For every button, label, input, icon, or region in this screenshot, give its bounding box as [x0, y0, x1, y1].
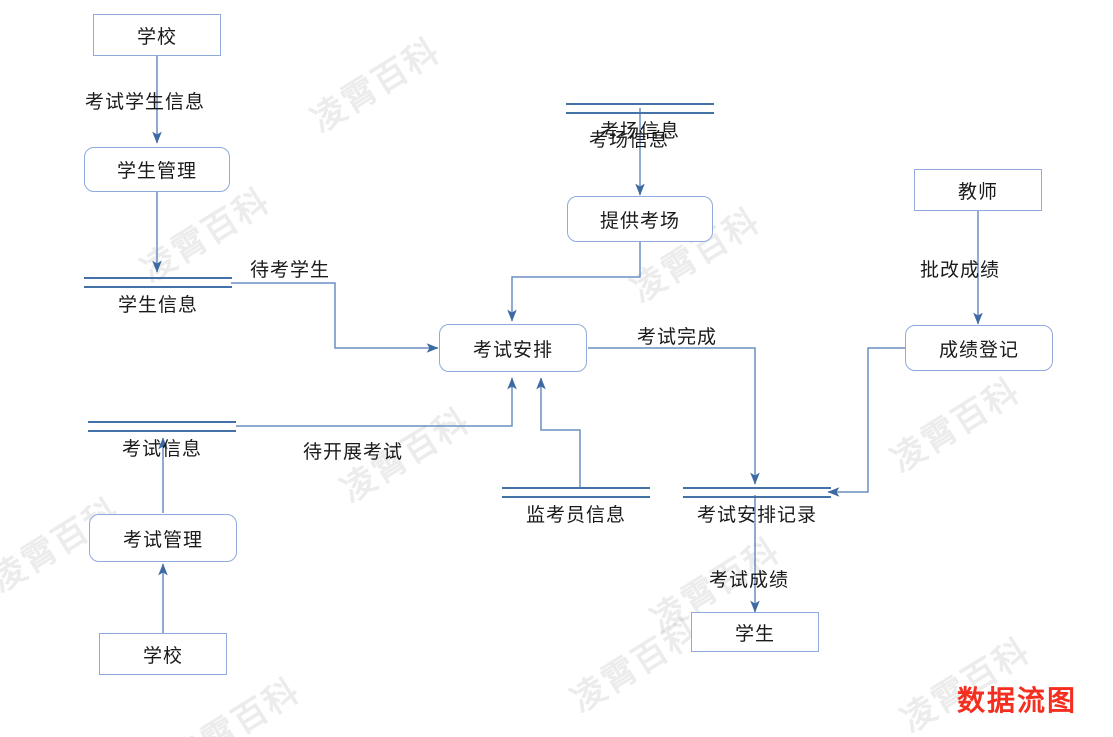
diagram-caption: 数据流图: [957, 684, 1078, 717]
flow-label-pending-exams: 待开展考试: [303, 441, 404, 463]
process-label: 考试安排: [472, 338, 553, 361]
entity-label: 教师: [957, 180, 998, 203]
process-exam-management[interactable]: 考试管理: [89, 514, 237, 562]
store-label: 监考员信息: [525, 504, 626, 526]
store-label: 考试安排记录: [696, 504, 817, 526]
store-line-bottom: [88, 430, 236, 432]
store-line-bottom: [84, 286, 232, 288]
flow-label-exam-room-info: 考场信息: [589, 129, 670, 151]
entity-label: 学校: [136, 25, 177, 48]
flow-line-f6: [236, 377, 517, 427]
process-exam-arrangement[interactable]: 考试安排: [439, 324, 587, 372]
flow-line-f3: [231, 282, 439, 353]
process-provide-exam-room[interactable]: 提供考场: [567, 196, 713, 242]
store-line-top: [84, 277, 232, 279]
flow-line-f5: [507, 242, 641, 322]
entity-teacher[interactable]: 教师: [914, 169, 1042, 211]
process-label: 学生管理: [116, 160, 197, 182]
store-line-bottom: [566, 112, 714, 114]
entity-label: 学校: [142, 644, 183, 667]
entity-school-bottom[interactable]: 学校: [99, 633, 227, 675]
process-label: 提供考场: [599, 209, 680, 232]
flow-label-exam-finished: 考试完成: [637, 326, 718, 348]
store-line-top: [683, 487, 831, 489]
store-line-bottom: [683, 496, 831, 498]
flow-line-f10: [827, 347, 905, 497]
watermark-text: 凌霄百科: [884, 370, 1028, 481]
flow-line-f8: [588, 347, 760, 485]
store-line-top: [88, 421, 236, 423]
entity-student[interactable]: 学生: [691, 612, 819, 652]
watermark-text: 凌霄百科: [564, 610, 708, 721]
flow-label-grade-marking: 批改成绩: [920, 259, 1001, 281]
process-label: 成绩登记: [938, 338, 1019, 361]
store-line-bottom: [502, 496, 650, 498]
store-label: 学生信息: [117, 294, 198, 316]
entity-label: 学生: [734, 622, 775, 645]
entity-school-top[interactable]: 学校: [93, 14, 221, 56]
flow-label-pending-students: 待考学生: [250, 259, 331, 281]
watermark-text: 凌霄百科: [304, 30, 448, 141]
process-label: 考试管理: [122, 528, 203, 551]
store-label: 考试信息: [121, 438, 202, 460]
process-grade-entry[interactable]: 成绩登记: [905, 325, 1053, 371]
store-line-top: [566, 103, 714, 105]
process-student-management[interactable]: 学生管理: [84, 147, 230, 192]
flow-label-exam-score: 考试成绩: [709, 569, 790, 591]
store-line-top: [502, 487, 650, 489]
flow-line-f7: [536, 377, 581, 487]
flow-label-exam-student-info: 考试学生信息: [85, 91, 206, 113]
